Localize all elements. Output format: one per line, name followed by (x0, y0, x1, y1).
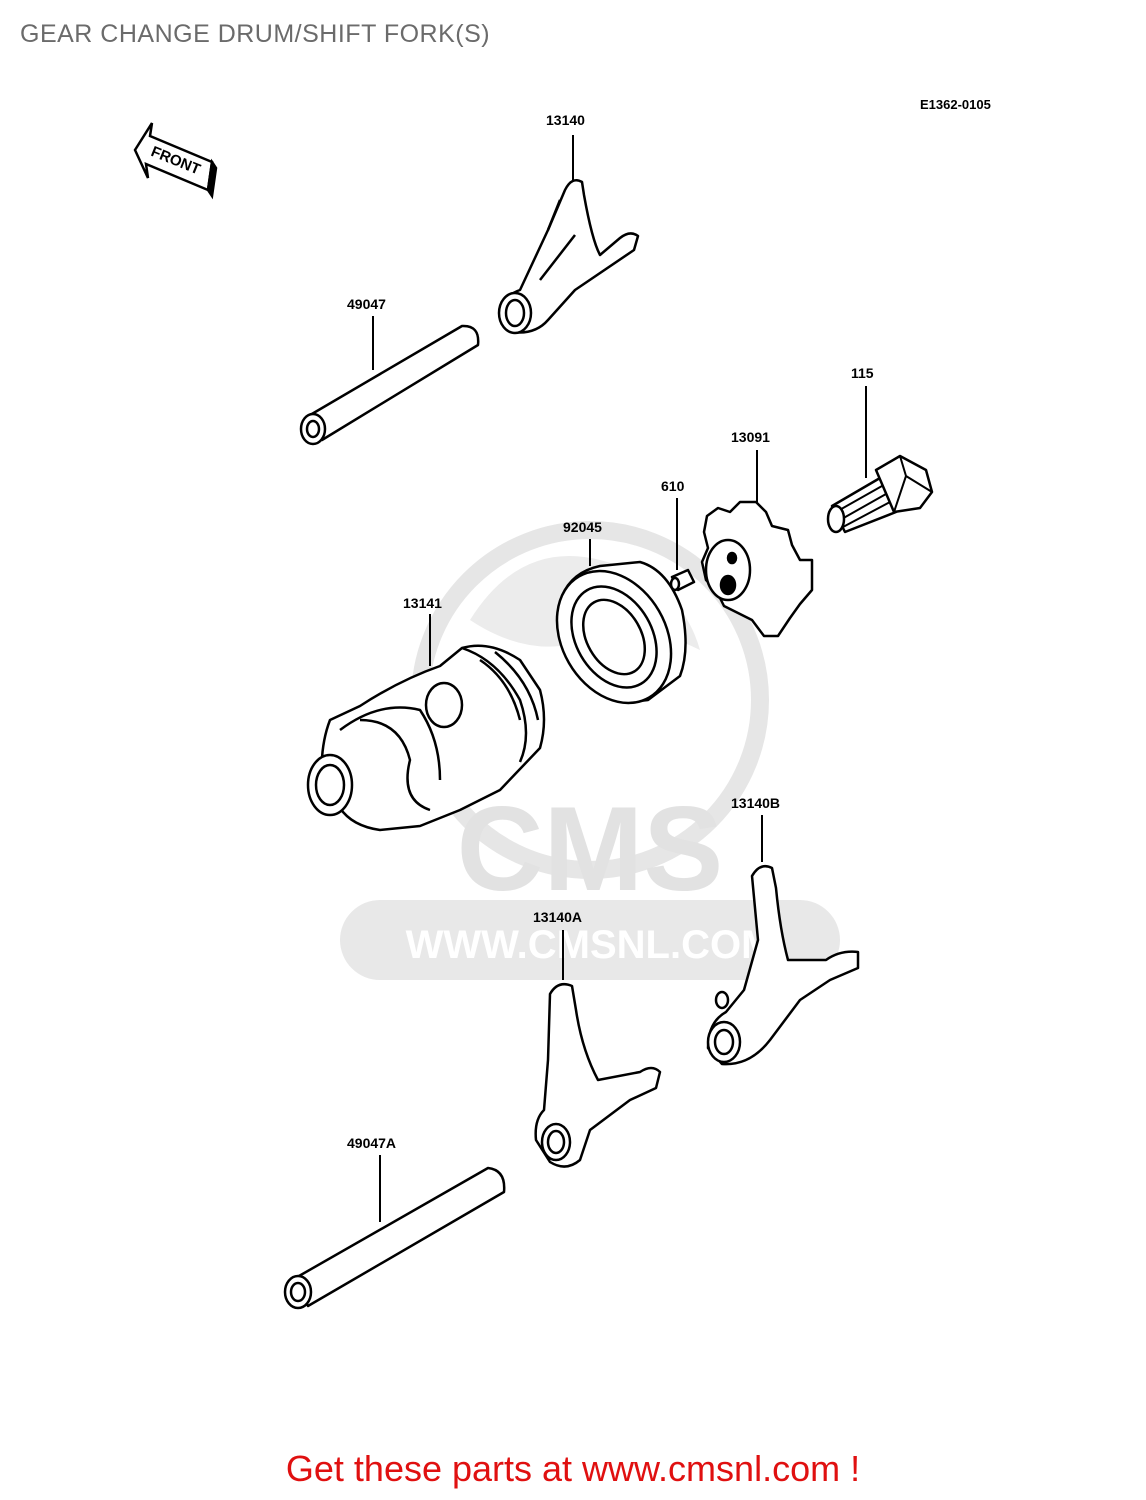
shift-fork-13140 (497, 179, 640, 335)
leader-lines (372, 135, 867, 1222)
shift-shaft-49047 (299, 324, 480, 446)
bolt-115 (826, 454, 934, 534)
part-label-115[interactable]: 115 (851, 365, 874, 381)
footer-prefix: Get these parts at (285, 1448, 583, 1489)
part-label-13091[interactable]: 13091 (731, 429, 770, 445)
part-label-610[interactable]: 610 (661, 478, 685, 494)
part-label-92045[interactable]: 92045 (563, 519, 602, 535)
shift-drum-13141 (306, 644, 546, 832)
shift-fork-13140b (706, 865, 860, 1066)
part-label-13140a[interactable]: 13140A (533, 909, 583, 925)
footer-link[interactable]: www.cmsnl.com (582, 1448, 841, 1489)
shift-fork-13140a (534, 983, 662, 1168)
page-title: GEAR CHANGE DRUM/SHIFT FORK(S) (20, 20, 491, 48)
cms-watermark: CMS WWW.CMSNL.COM (340, 521, 840, 980)
bearing-92045 (555, 560, 687, 705)
front-arrow-icon: FRONT (133, 122, 218, 200)
footer-suffix: ! (840, 1448, 861, 1489)
part-label-13140b[interactable]: 13140B (731, 795, 781, 811)
part-label-13141[interactable]: 13141 (403, 595, 442, 611)
drum-plate-13091 (700, 500, 814, 638)
watermark-brand: CMS (457, 782, 724, 916)
footer-banner: Get these parts at www.cmsnl.com ! (0, 1448, 1146, 1490)
part-label-13140[interactable]: 13140 (546, 112, 585, 128)
part-label-49047a[interactable]: 49047A (347, 1135, 397, 1151)
diagram-code: E1362-0105 (920, 97, 991, 112)
pin-610 (669, 568, 696, 592)
shift-shaft-49047a (283, 1166, 506, 1310)
part-label-49047[interactable]: 49047 (347, 296, 386, 312)
watermark-url: WWW.CMSNL.COM (406, 923, 775, 967)
